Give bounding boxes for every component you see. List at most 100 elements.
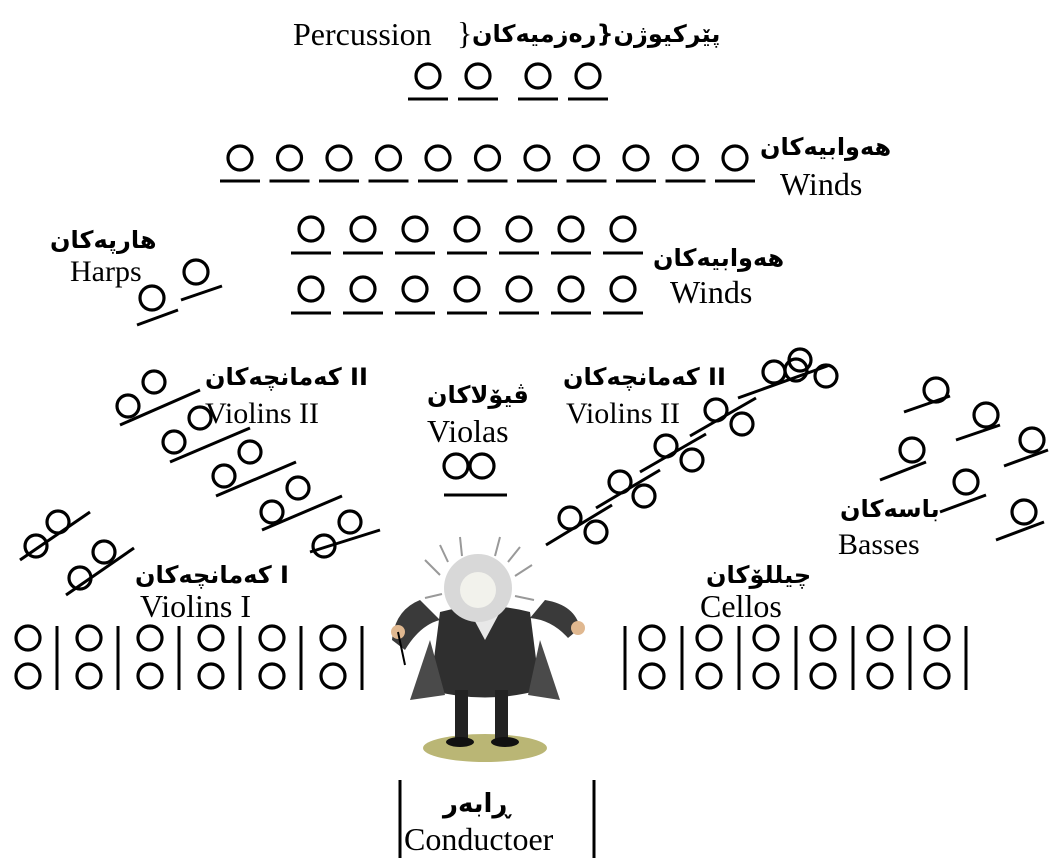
winds-front-label-ku: هەوابیەکان [653, 244, 784, 272]
winds-front-seat-icon [505, 215, 533, 243]
winds-back-seat-icon [226, 144, 254, 172]
percussion-brace: } [457, 15, 472, 51]
violin2-left-seat-icon [259, 499, 285, 525]
winds-front-seat-icon [297, 215, 325, 243]
violin1-front-seat-icon [14, 624, 42, 652]
winds-back-label-ku: هەوابیەکان [760, 133, 891, 161]
violin1-front-seat-icon [258, 624, 286, 652]
bass-seat-icon [952, 468, 980, 496]
percussion-seat-icon [414, 62, 442, 90]
winds-back-label-en: Winds [780, 166, 862, 202]
harp-stand [180, 284, 223, 302]
winds-front-seat-icon [609, 275, 637, 303]
winds-back-seat-icon [473, 144, 502, 172]
basses-label-en: Basses [838, 528, 920, 561]
violin1-front-seat-icon [136, 662, 164, 690]
violin2-right-seat-icon [679, 447, 705, 473]
violins1-label-ku: کەمانچەکان I [135, 561, 289, 589]
violin1-front-seat-icon [75, 662, 103, 690]
violin2-left-stand [169, 426, 251, 464]
bass-stand [879, 460, 927, 482]
percussion-seat-icon [524, 62, 552, 90]
violin1-front-seat-icon [197, 624, 225, 652]
violin2-left-stand [261, 494, 343, 532]
percussion-label-en: Percussion [293, 16, 432, 52]
violin2-left-seat-icon [285, 475, 311, 501]
cello-seat-icon [809, 624, 837, 652]
winds-front-seat-icon [401, 215, 429, 243]
winds-front-seat-icon [609, 215, 637, 243]
winds-front-seat-icon [453, 215, 481, 243]
cello-seat-icon [695, 662, 723, 690]
bass-seat-icon [1018, 426, 1046, 454]
bass-stand [939, 493, 987, 514]
winds-back-seat-icon [275, 144, 304, 172]
cello-seat-icon [923, 662, 951, 690]
winds-front-seat-icon [349, 275, 377, 303]
bass-seat-icon [972, 401, 1000, 429]
winds-front-seat-icon [557, 215, 585, 243]
winds-back-seat-icon [325, 144, 353, 172]
conductor-figure-icon [391, 536, 585, 762]
winds-back-seat-icon [374, 144, 403, 172]
winds-back-seat-icon [424, 144, 452, 172]
violin2-left-stand [309, 528, 381, 554]
violin2-left-seat-icon [115, 393, 141, 419]
violins1-label-en: Violins I [140, 588, 251, 624]
violin1-stand [19, 510, 91, 562]
violins2-left-label-en: Violins II [205, 397, 319, 430]
conductor-label-ku: ڕابەر [441, 789, 512, 819]
violin2-right-stand [545, 503, 613, 547]
cellos-label-ku: چیللۆکان [706, 561, 811, 589]
cello-seat-icon [809, 662, 837, 690]
seat-layer [14, 62, 1049, 690]
bass-seat-icon [1010, 498, 1038, 526]
winds-front-label-en: Winds [670, 274, 752, 310]
violin1-front-seat-icon [319, 662, 347, 690]
winds-front-seat-icon [453, 275, 481, 303]
winds-back-seat-icon [671, 144, 700, 172]
violin2-left-seat-icon [211, 463, 237, 489]
violin1-stand [65, 546, 135, 597]
violin2-right-stand [689, 396, 757, 438]
cellos-label-en: Cellos [700, 588, 782, 624]
violin2-right-seat-icon [583, 519, 609, 545]
violin2-left-seat-icon [187, 405, 213, 431]
violas-label-en: Violas [427, 413, 509, 449]
violin2-left-seat-icon [311, 533, 337, 559]
winds-front-seat-icon [297, 275, 325, 303]
cello-seat-icon [752, 624, 780, 652]
violin1-front-seat-icon [197, 662, 225, 690]
bass-stand [995, 520, 1045, 542]
violin2-right-seat-icon [783, 357, 809, 383]
winds-back-seat-icon [622, 144, 650, 172]
violin2-right-seat-icon [761, 359, 787, 385]
winds-front-seat-icon [401, 275, 429, 303]
violin1-front-seat-icon [136, 624, 164, 652]
percussion-seat-icon [464, 62, 492, 90]
winds-front-seat-icon [349, 215, 377, 243]
violins2-left-label-ku: کەمانچەکان II [205, 363, 368, 391]
violin2-left-stand [215, 460, 297, 498]
cello-seat-icon [638, 624, 666, 652]
bass-seat-icon [898, 436, 926, 464]
violin2-right-stand [737, 363, 831, 400]
cello-seat-icon [695, 624, 723, 652]
winds-back-seat-icon [572, 144, 601, 172]
harp-seat-icon [138, 284, 166, 312]
violin2-left-seat-icon [141, 369, 167, 395]
bass-stand [903, 394, 951, 414]
percussion-seat-icon [574, 62, 602, 90]
cello-seat-icon [752, 662, 780, 690]
viola-seat-icon [468, 452, 496, 480]
harps-label-ku: هارپەکان [50, 226, 157, 254]
winds-back-seat-icon [721, 144, 749, 172]
violin1-front-seat-icon [258, 662, 286, 690]
violin1-seat-icon [91, 539, 117, 565]
violins2-right-label-en: Violins II [566, 397, 680, 430]
violin2-right-stand [595, 468, 661, 510]
bass-stand [955, 423, 1001, 442]
harps-label-en: Harps [70, 255, 142, 288]
basses-label-ku: باسەکان [840, 495, 940, 523]
